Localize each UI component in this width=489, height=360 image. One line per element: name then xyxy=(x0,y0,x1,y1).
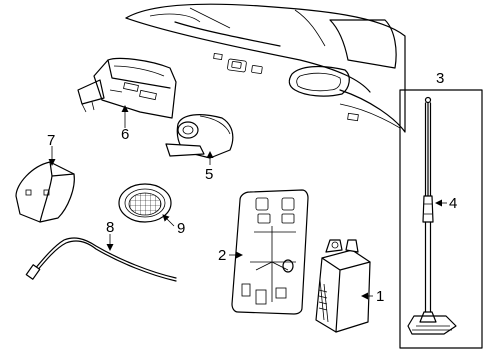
callout-labels: 6 5 7 9 8 2 1 4 3 xyxy=(47,70,457,305)
part-7-cover xyxy=(15,161,75,223)
callout-6: 6 xyxy=(121,126,129,143)
part-3-antenna-assembly-box xyxy=(399,89,483,349)
callout-5: 5 xyxy=(205,166,213,183)
part-2-mounting-plate xyxy=(231,189,309,315)
part-1-receiver-module xyxy=(315,239,371,333)
callout-7: 7 xyxy=(47,132,55,149)
callout-1: 1 xyxy=(376,288,384,305)
callout-9: 9 xyxy=(177,220,185,237)
callout-2: 2 xyxy=(218,247,226,264)
part-8-antenna-cable xyxy=(25,237,177,282)
part-9-speaker-grille xyxy=(118,183,172,223)
part-6-bracket xyxy=(77,57,177,119)
leader-lines xyxy=(48,105,447,300)
callout-8: 8 xyxy=(106,219,114,236)
leader-9 xyxy=(162,214,175,227)
roof-panel xyxy=(125,3,406,133)
part-5-module xyxy=(165,114,234,159)
callout-3: 3 xyxy=(436,70,444,87)
callout-4: 4 xyxy=(449,195,457,212)
